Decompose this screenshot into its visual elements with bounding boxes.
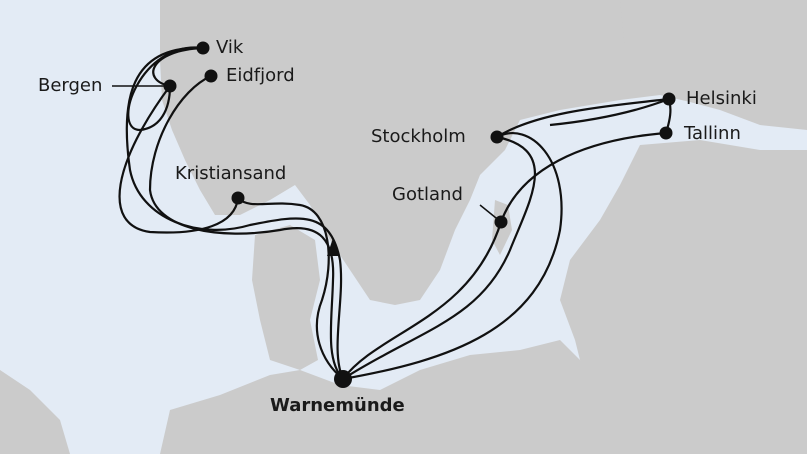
port-label: Stockholm <box>371 126 466 147</box>
arrow-up-icon <box>327 238 339 256</box>
port-label: Eidfjord <box>226 65 295 86</box>
route-line <box>148 74 344 380</box>
port-marker-bergen[interactable] <box>163 79 177 93</box>
port-marker-helsinki[interactable] <box>662 92 676 106</box>
land-baltics <box>560 140 807 454</box>
land-uk <box>0 370 70 454</box>
home-port-label: Warnemünde <box>270 395 405 416</box>
port-marker-kristiansand[interactable] <box>231 191 245 205</box>
route-line <box>342 97 670 380</box>
port-markers <box>163 41 676 388</box>
port-marker-eidfjord[interactable] <box>204 69 218 83</box>
routes <box>112 46 672 381</box>
route-line <box>125 46 345 380</box>
route-line <box>127 46 204 132</box>
land-finland <box>620 0 807 130</box>
port-marker-tallinn[interactable] <box>659 126 673 140</box>
port-label: Vik <box>216 37 244 58</box>
port-label: Gotland <box>392 184 463 205</box>
land-germany <box>160 340 600 454</box>
port-label: Tallinn <box>684 123 741 144</box>
port-label: Kristiansand <box>175 163 287 184</box>
port-marker-gotland[interactable] <box>494 215 508 229</box>
port-marker-warnemuende[interactable] <box>334 370 352 388</box>
port-marker-vik[interactable] <box>196 41 210 55</box>
port-label: Bergen <box>38 75 103 96</box>
port-label: Helsinki <box>686 88 757 109</box>
route-line <box>118 85 240 234</box>
land-denmark <box>252 225 320 370</box>
port-marker-stockholm[interactable] <box>490 130 504 144</box>
route-line <box>342 132 563 381</box>
